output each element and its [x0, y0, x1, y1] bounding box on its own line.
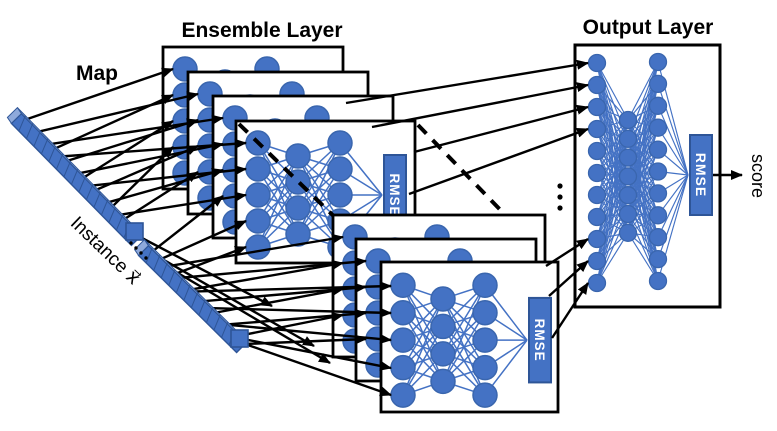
ensemble-to-output-arrows — [345, 59, 590, 339]
cube-strip-cap — [230, 329, 249, 348]
map-arrows — [24, 67, 392, 397]
map-label: Map — [76, 62, 118, 85]
rmse-badge — [689, 134, 713, 216]
output-layer-title: Output Layer — [583, 16, 714, 39]
ensemble-layer-title: Ensemble Layer — [181, 19, 342, 42]
rmse-badge — [528, 296, 552, 384]
ensemble-network-nodes — [390, 272, 498, 408]
cube-strip-end — [6, 106, 23, 125]
instance-gap-dots — [129, 241, 148, 260]
output-panel: RMSE — [573, 43, 722, 309]
rmse-label: RMSE — [693, 153, 709, 197]
cube-strip-cap — [125, 222, 144, 241]
ensemble-panel-7: RMSE — [379, 260, 560, 414]
instance-vector-segment-1 — [6, 106, 144, 247]
rmse-label: RMSE — [532, 319, 547, 362]
score-label: score — [748, 154, 768, 198]
vertical-ellipsis — [557, 183, 563, 211]
rmse-label: RMSE — [387, 173, 402, 216]
output-network-nodes — [587, 52, 668, 293]
